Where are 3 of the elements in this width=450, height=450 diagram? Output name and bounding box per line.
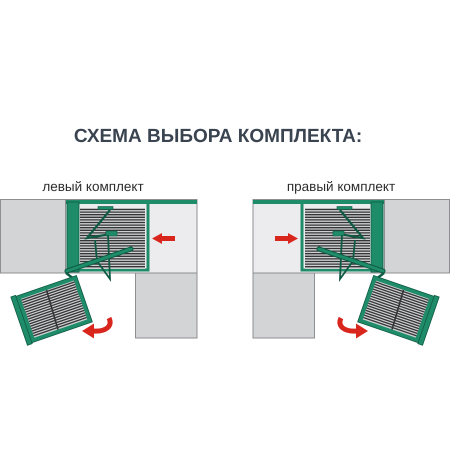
diagram-title: СХЕМА ВЫБОРА КОМПЛЕКТА: (74, 125, 362, 149)
scheme-label: правый комплект (286, 178, 396, 196)
scheme-label: левый комплект (42, 178, 144, 196)
